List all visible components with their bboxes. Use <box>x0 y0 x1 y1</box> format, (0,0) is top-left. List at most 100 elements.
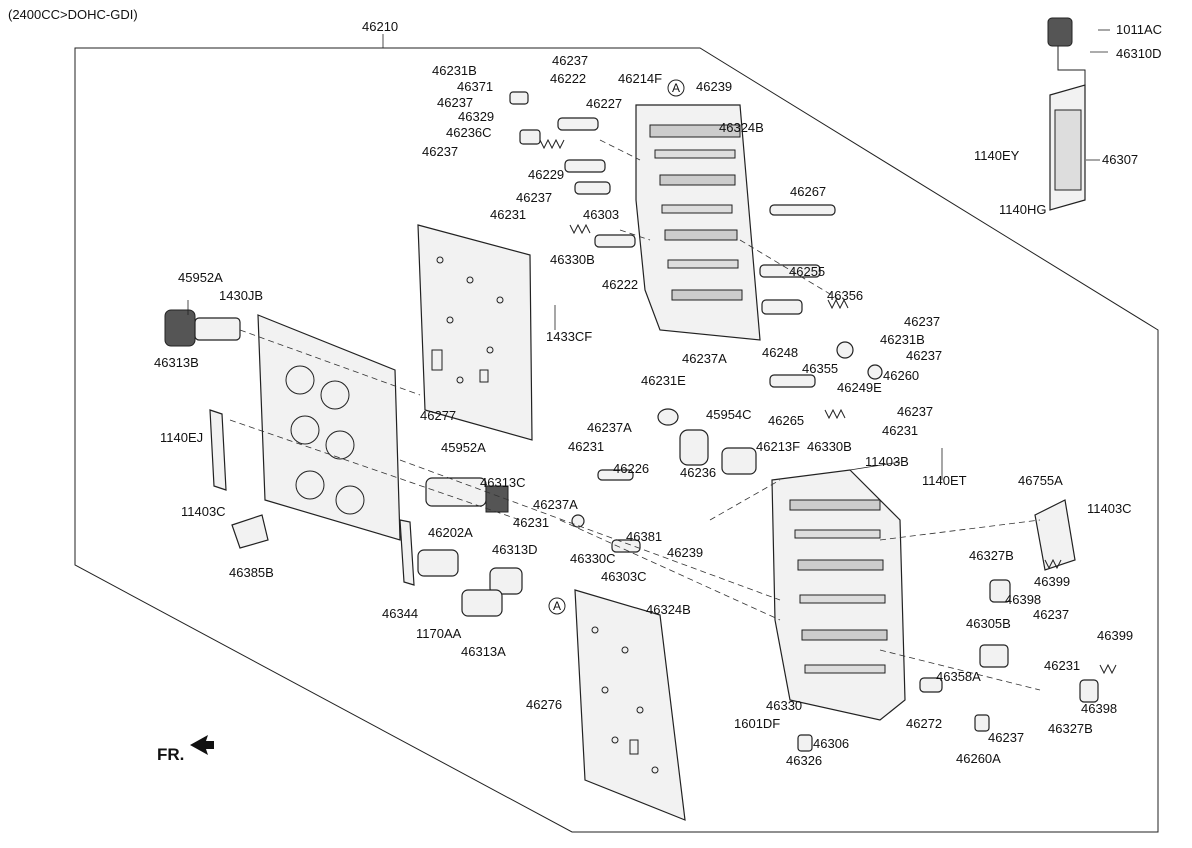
upper-spool-cluster <box>509 91 636 248</box>
part-label: 46330B <box>550 252 595 267</box>
part-label: 46231 <box>1044 658 1081 673</box>
part-label: 11403C <box>1087 501 1132 516</box>
part-label: 46306 <box>813 736 850 751</box>
lower-right-cluster <box>797 558 1117 752</box>
part-label: 1601DF <box>734 716 781 731</box>
part-label: 46326 <box>786 753 823 768</box>
part-label: 1430JB <box>219 288 264 303</box>
part-label: 46222 <box>550 71 587 86</box>
part-label: 46231 <box>882 423 919 438</box>
part-label: 1140EY <box>974 148 1020 163</box>
solenoid-block <box>257 314 401 541</box>
callout-a-bottom-icon <box>548 597 566 615</box>
front-arrow-icon <box>190 735 214 755</box>
part-label: 46329 <box>458 109 495 124</box>
part-label: 46227 <box>586 96 623 111</box>
clip-1140ej <box>209 409 227 491</box>
part-label: 46755A <box>1018 473 1063 488</box>
part-label: 46222 <box>602 277 639 292</box>
right-spool-cluster <box>759 204 883 420</box>
part-label: 46237 <box>988 730 1025 745</box>
part-label: 46226 <box>613 461 650 476</box>
part-label: 46399 <box>1034 574 1071 589</box>
part-label: 46237A <box>587 420 632 435</box>
part-label: 46358A <box>936 669 981 684</box>
part-label: 46267 <box>790 184 827 199</box>
callout-a-bottom: A <box>553 599 562 613</box>
part-label: 45954C <box>706 407 752 422</box>
part-label: 11403C <box>181 504 226 519</box>
part-label: 46313A <box>461 644 506 659</box>
part-label: 46330 <box>766 698 803 713</box>
solenoid-46313b <box>164 309 241 347</box>
part-label: 46237 <box>422 144 459 159</box>
part-label: 46313C <box>480 475 526 490</box>
part-label: 46385B <box>229 565 274 580</box>
part-label: 46202A <box>428 525 473 540</box>
part-label: 46307 <box>1102 152 1139 167</box>
part-label: 46237 <box>1033 607 1070 622</box>
part-label: 46355 <box>802 361 839 376</box>
part-label: 46249E <box>837 380 882 395</box>
part-label: 1433CF <box>546 329 593 344</box>
part-label: 46237A <box>533 497 578 512</box>
part-label: 46398 <box>1005 592 1042 607</box>
part-label: 46237 <box>906 348 943 363</box>
part-label: 46236 <box>680 465 717 480</box>
variant-header: (2400CC>DOHC-GDI) <box>8 7 138 22</box>
part-label: 46213F <box>756 439 801 454</box>
part-label: 46255 <box>789 264 826 279</box>
part-label: 46313D <box>492 542 538 557</box>
lower-valve-body <box>771 469 906 721</box>
part-label: 46237 <box>552 53 589 68</box>
part-label: 46237 <box>904 314 941 329</box>
part-label: 46260 <box>883 368 920 383</box>
part-label: 46239 <box>667 545 704 560</box>
plate-46755a <box>1034 499 1076 571</box>
plate-46344 <box>399 519 415 586</box>
part-label: 46229 <box>528 167 565 182</box>
part-label: 46371 <box>457 79 494 94</box>
part-label: 46324B <box>646 602 691 617</box>
part-label: 46236C <box>446 125 492 140</box>
part-label: 46237 <box>516 190 553 205</box>
bracket-46385b <box>231 514 269 549</box>
separator-plate-46277 <box>417 224 533 441</box>
callout-a-top-icon <box>667 79 685 97</box>
part-label: 46305B <box>966 616 1011 631</box>
part-label: 46214F <box>618 71 663 86</box>
part-label: 1140EJ <box>160 430 204 445</box>
part-label: 46303C <box>601 569 647 584</box>
part-label: 1140ET <box>922 473 967 488</box>
part-label: 46231 <box>490 207 527 222</box>
part-label: 46231 <box>568 439 605 454</box>
part-label: 46330B <box>807 439 852 454</box>
wiring-harness <box>1047 17 1086 211</box>
part-label: 46237A <box>682 351 727 366</box>
part-label: 46231B <box>880 332 925 347</box>
part-label: 46277 <box>420 408 457 423</box>
part-label: 46239 <box>696 79 733 94</box>
part-label: 46356 <box>827 288 864 303</box>
part-label: 1170AA <box>416 626 462 641</box>
part-label: 46344 <box>382 606 419 621</box>
upper-valve-body <box>635 104 761 341</box>
part-label: 46324B <box>719 120 764 135</box>
front-marker: FR. <box>157 745 185 764</box>
part-label: 1140HG <box>999 202 1047 217</box>
part-label: 46303 <box>583 207 620 222</box>
part-label: 46248 <box>762 345 799 360</box>
part-label: 46398 <box>1081 701 1118 716</box>
part-label: 46330C <box>570 551 616 566</box>
part-label: 45952A <box>178 270 223 285</box>
part-label: 1011AC <box>1116 22 1163 37</box>
callout-a-top: A <box>672 81 681 95</box>
part-label: 46231 <box>513 515 550 530</box>
part-label: 46381 <box>626 529 663 544</box>
part-label: 46327B <box>969 548 1014 563</box>
part-label: 46313B <box>154 355 199 370</box>
part-label: 46276 <box>526 697 563 712</box>
part-label: 11403B <box>865 454 909 469</box>
